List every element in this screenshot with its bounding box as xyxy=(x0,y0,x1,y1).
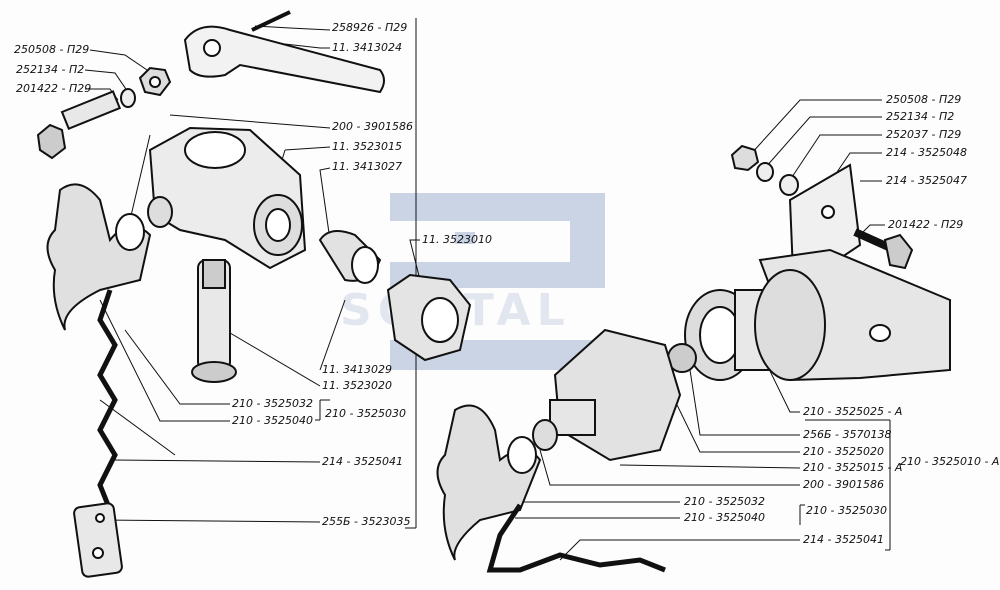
label-right-bolt: 201422 - П29 xyxy=(888,218,964,231)
label-right-full-assembly: 210 - 3525010 - А xyxy=(900,455,1000,468)
label-seat: 210 - 3525020 xyxy=(803,445,884,458)
label-left-full-assembly: 255Б - 3523035 xyxy=(322,515,411,528)
label-right-cap-assembly: 210 - 3525030 xyxy=(806,504,887,517)
label-adapter: 11. 3523010 xyxy=(422,233,492,246)
label-left-cap-ring: 210 - 3525032 xyxy=(232,397,313,410)
label-ball: 256Б - 3570138 xyxy=(803,428,892,441)
label-left-cap-seal: 210 - 3525040 xyxy=(232,414,313,427)
label-stem: 11. 3523020 xyxy=(322,379,392,392)
label-left-bolt: 201422 - П29 xyxy=(16,82,92,95)
left-parts xyxy=(36,10,472,578)
label-left-valve-body-nut: 200 - 3901586 xyxy=(332,120,413,133)
label-handle: 11. 3413024 xyxy=(332,41,402,54)
label-bracket: 214 - 3525047 xyxy=(886,174,967,187)
label-left-chain: 214 - 3525041 xyxy=(322,455,403,468)
label-right-cap-seal: 210 - 3525040 xyxy=(684,511,765,524)
label-left-cap-assembly: 210 - 3525030 xyxy=(325,407,406,420)
label-left-valve-body: 11. 3523015 xyxy=(332,140,402,153)
label-handle-pin: 258926 - П29 xyxy=(332,21,408,34)
label-plug-nut: 11. 3413029 xyxy=(322,363,392,376)
label-right-chain: 214 - 3525041 xyxy=(803,533,884,546)
label-right-valve-body: 210 - 3525015 - А xyxy=(803,461,903,474)
label-right-nut: 250508 - П29 xyxy=(886,93,962,106)
label-right-lock-washer: 252037 - П29 xyxy=(886,128,962,141)
label-right-washer: 252134 - П2 xyxy=(886,110,955,123)
right-parts xyxy=(436,144,951,573)
label-left-nut: 250508 - П29 xyxy=(14,43,90,56)
label-right-cap-ring: 210 - 3525032 xyxy=(684,495,765,508)
watermark-logo: SONTAL xyxy=(340,193,605,370)
label-left-washer: 252134 - П2 xyxy=(16,63,85,76)
label-bracket-plate: 214 - 3525048 xyxy=(886,146,967,159)
label-valve-housing: 210 - 3525025 - А xyxy=(803,405,903,418)
label-plug: 11. 3413027 xyxy=(332,160,402,173)
label-right-hex-nut: 200 - 3901586 xyxy=(803,478,884,491)
